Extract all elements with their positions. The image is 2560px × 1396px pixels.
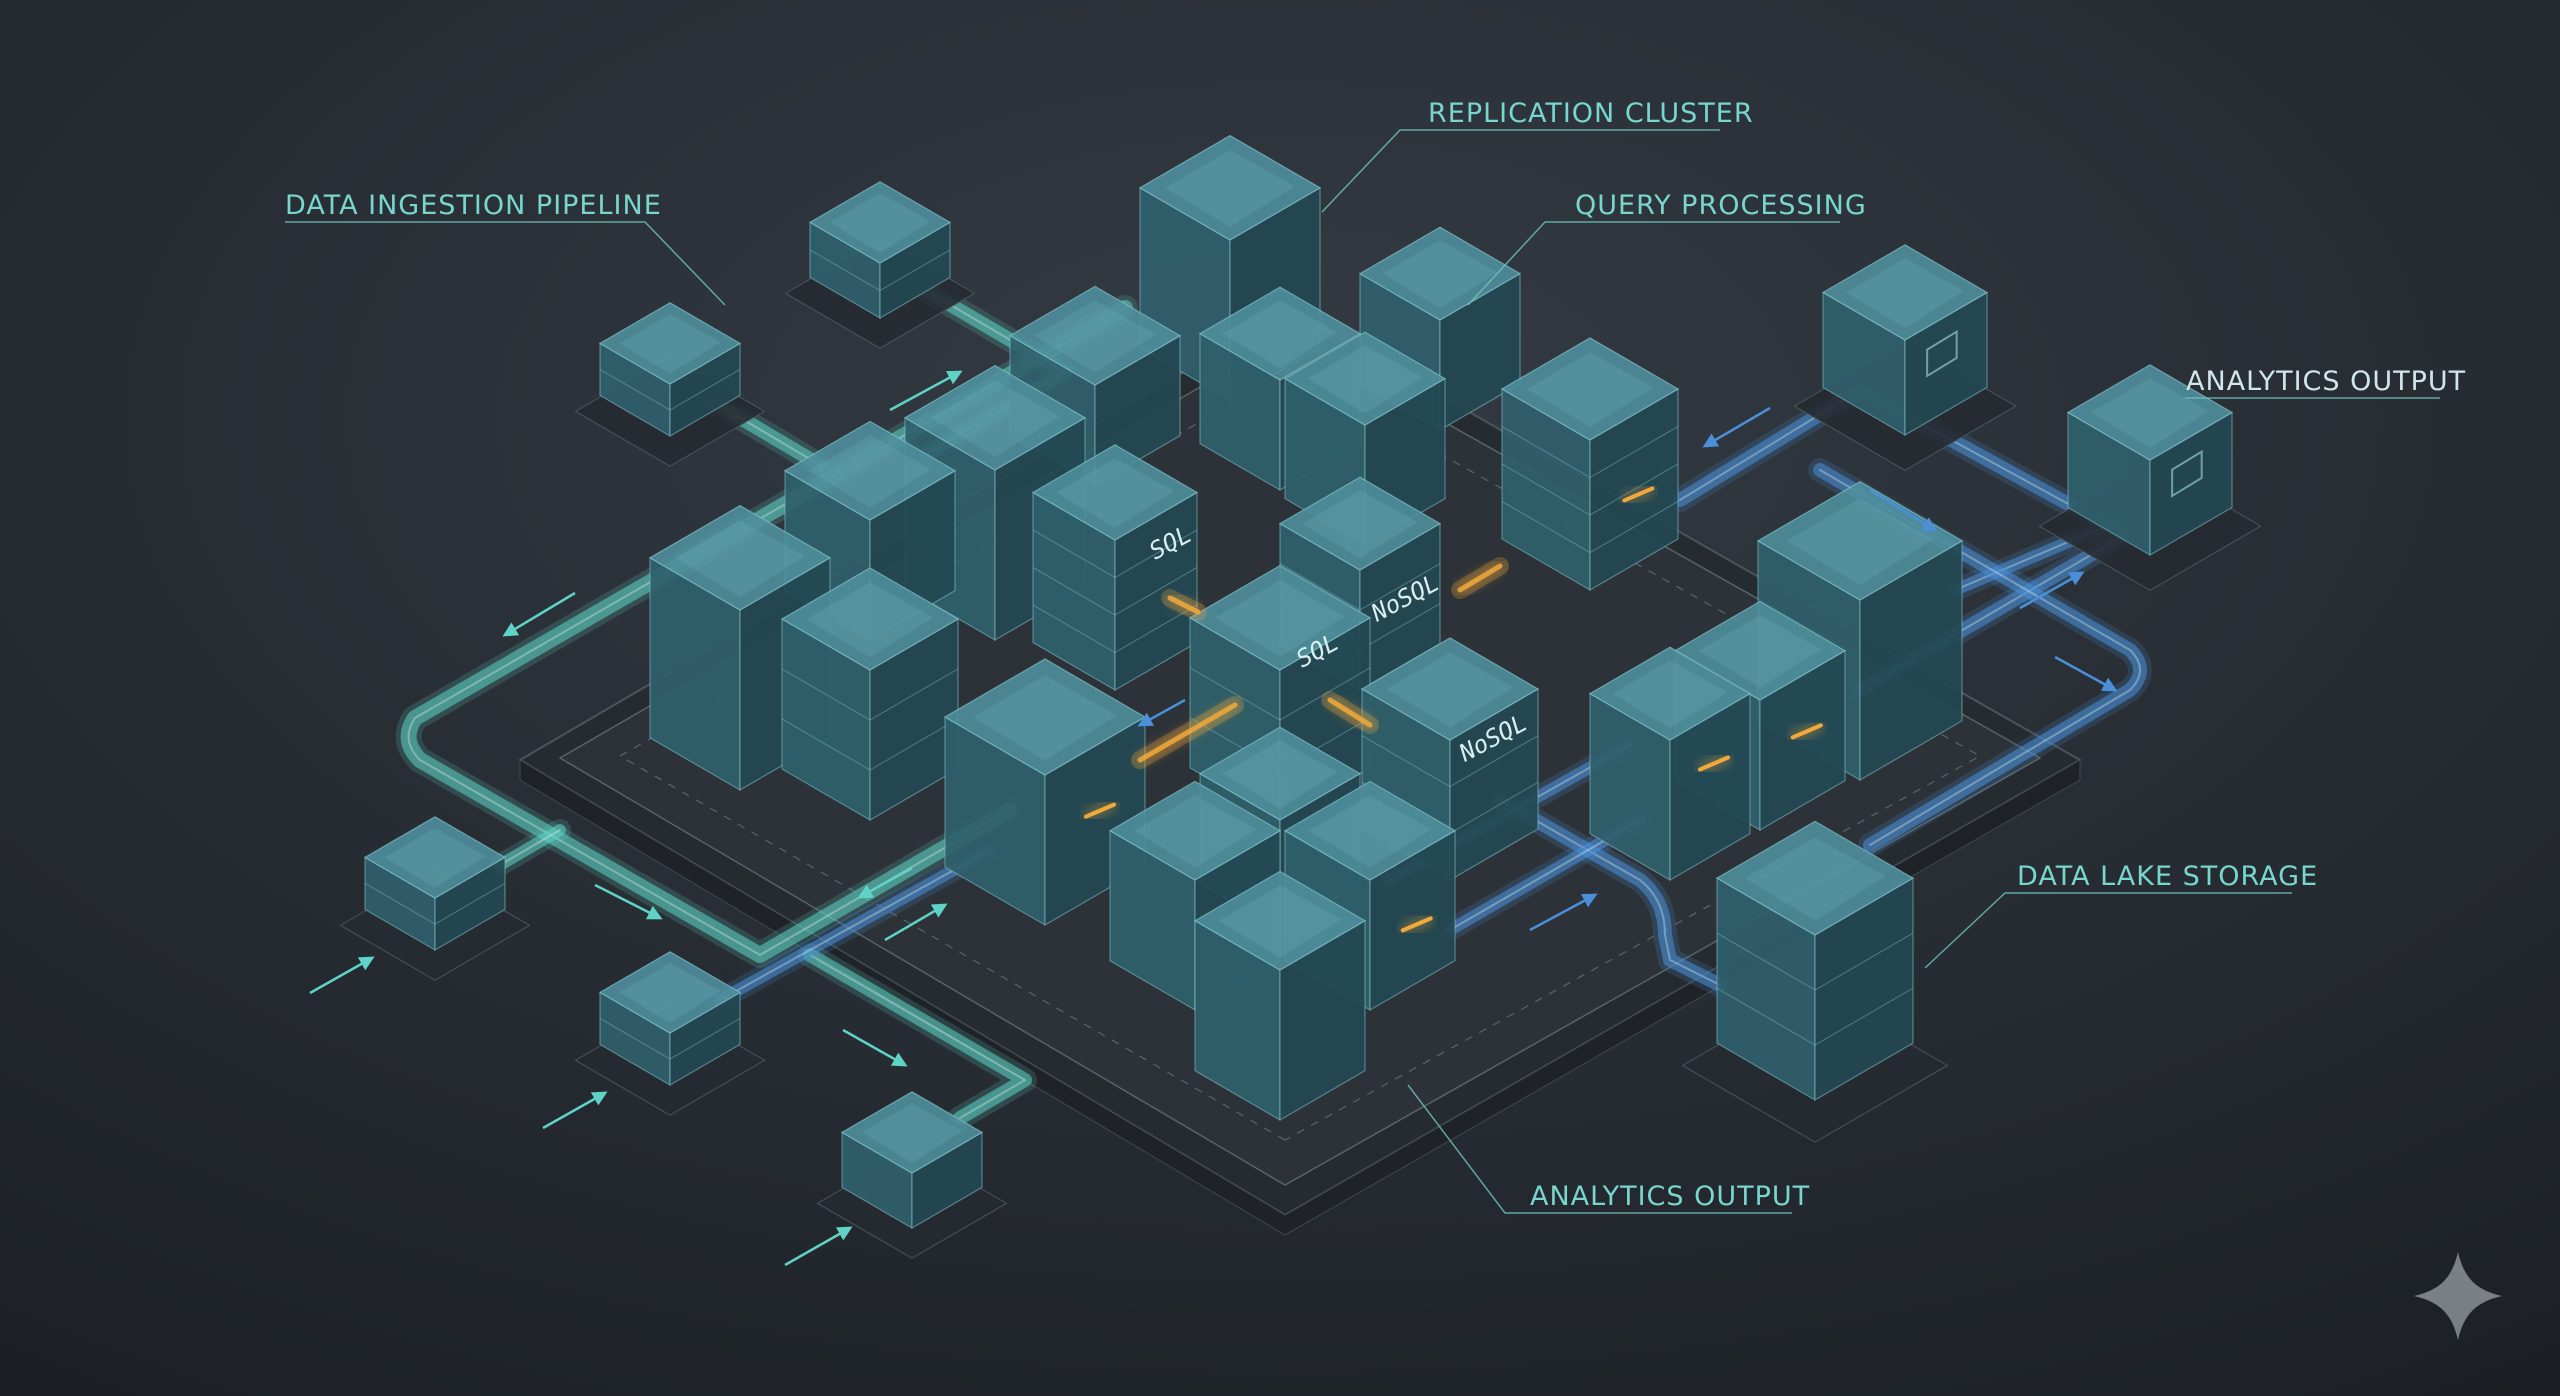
label-analytics-output-right: ANALYTICS OUTPUT bbox=[2186, 366, 2466, 397]
label-data-ingestion-pipeline: DATA INGESTION PIPELINE bbox=[285, 190, 662, 221]
node-left-glass bbox=[782, 568, 958, 820]
callout-analytics-output-right: ANALYTICS OUTPUT bbox=[2185, 366, 2466, 398]
label-analytics-output-bottom: ANALYTICS OUTPUT bbox=[1530, 1181, 1810, 1212]
label-replication-cluster: REPLICATION CLUSTER bbox=[1428, 98, 1754, 129]
label-query-processing: QUERY PROCESSING bbox=[1575, 190, 1867, 221]
node-query-cylinder bbox=[1502, 338, 1678, 590]
amber-link-1 bbox=[1170, 598, 1198, 612]
node-front-cluster-front bbox=[1195, 871, 1365, 1120]
node-sql-upper bbox=[1033, 445, 1197, 690]
label-data-lake-storage: DATA LAKE STORAGE bbox=[2017, 861, 2318, 892]
node-right-machine bbox=[1590, 647, 1750, 880]
